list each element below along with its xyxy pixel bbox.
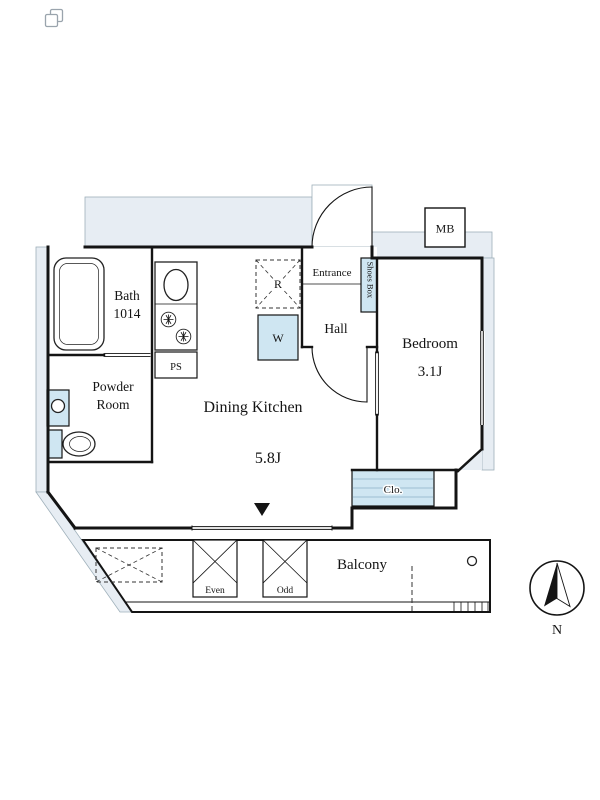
copy-icon[interactable]	[44, 8, 64, 28]
balcony-window	[191, 524, 333, 532]
kitchen-sink	[163, 268, 189, 302]
bedroom-label: Bedroom	[402, 336, 458, 352]
bath-label: Bath	[114, 288, 140, 303]
dining-kitchen-size-label: 5.8J	[255, 450, 281, 467]
pipe-space-label: PS	[170, 362, 182, 373]
closet-label: Clo.	[384, 484, 403, 496]
shoes-box-label: Shoes Box	[366, 262, 376, 299]
doors	[301, 186, 373, 403]
entry-marker-triangle	[254, 503, 270, 516]
toilet-tank	[47, 429, 63, 459]
entrance-door-arc	[311, 186, 373, 248]
washer-label: W	[272, 331, 284, 345]
utility-dashed-box	[95, 547, 163, 583]
stove-burner	[160, 311, 177, 328]
ac-unit-box-odd	[262, 539, 308, 598]
hall-door-arc	[311, 346, 368, 403]
pipe-space-box	[154, 351, 198, 379]
ac-unit-box-even	[192, 539, 238, 598]
entrance-label: Entrance	[312, 267, 351, 279]
bedroom-fill	[377, 258, 482, 470]
refrigerator-label: R	[274, 277, 282, 291]
refrigerator-cross	[255, 259, 301, 309]
balcony-area	[81, 539, 491, 613]
unit-walls	[45, 245, 484, 531]
stove-burner	[175, 328, 192, 345]
hall-label: Hall	[324, 321, 347, 336]
wall-band-left	[35, 246, 49, 493]
balcony-label: Balcony	[337, 557, 387, 573]
washer-box	[257, 314, 299, 361]
bathtub-inner	[59, 263, 99, 345]
powder-room-fixtures	[46, 389, 96, 459]
bathtub	[53, 257, 105, 351]
balcony-end-hatch	[453, 601, 489, 613]
closet-box	[351, 469, 435, 507]
toilet-bowl-inner	[69, 436, 91, 452]
meter-box	[424, 207, 466, 248]
powder-room-label2: Room	[96, 397, 130, 412]
compass-needle-light	[556, 562, 571, 608]
refrigerator-box	[255, 259, 301, 309]
meter-box-label: MB	[436, 222, 455, 236]
bath-sliding-door	[103, 353, 151, 357]
wall-band-top	[84, 196, 313, 248]
north-label: N	[552, 623, 562, 638]
drain-circle	[466, 555, 478, 567]
bedroom-sliding-door	[375, 351, 379, 416]
bedroom-window	[479, 331, 485, 425]
odd-label: Odd	[277, 586, 294, 596]
dining-kitchen-label: Dining Kitchen	[203, 399, 302, 416]
kitchen-fixtures	[154, 261, 198, 379]
bath-size-label: 1014	[114, 306, 141, 321]
powder-room-label: Powder	[92, 379, 134, 394]
storage-fixtures	[255, 257, 435, 507]
north-compass	[529, 560, 585, 616]
bath-fixtures	[53, 257, 105, 351]
windows	[191, 331, 485, 532]
washbasin-bowl	[50, 398, 66, 414]
compass-needle-dark	[544, 563, 557, 607]
even-label: Even	[205, 586, 225, 596]
bedroom-size-label: 3.1J	[418, 364, 443, 380]
